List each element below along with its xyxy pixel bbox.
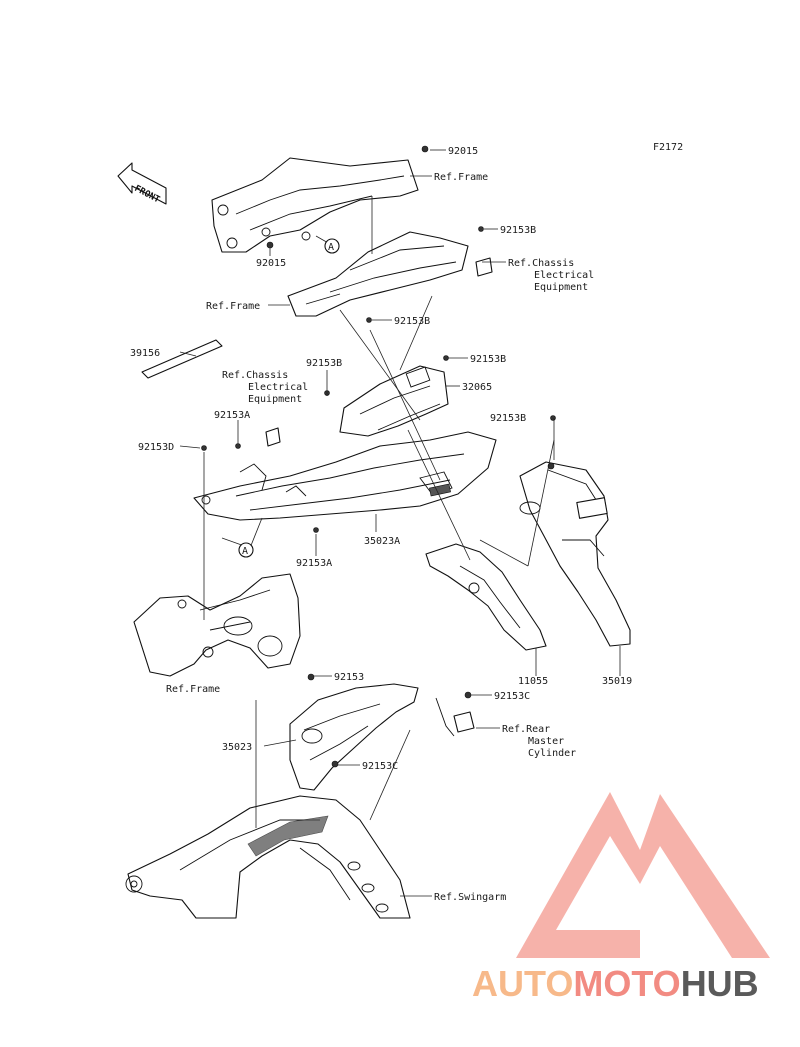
clamp-left: [265, 427, 281, 447]
label-ref-frame-top: Ref.Frame: [434, 172, 488, 183]
bolt-92015-left: [266, 241, 274, 249]
rear-fender-35023A: [193, 431, 497, 521]
label-92153C-low: 92153C: [362, 761, 398, 772]
label-11055: 11055: [518, 676, 548, 687]
label-92153B-left: 92153B: [306, 358, 342, 369]
rear-master-hose: [435, 697, 455, 737]
label-92153B-top: 92153B: [500, 225, 536, 236]
label-92015-left: 92015: [256, 258, 286, 269]
main-frame-section: [133, 573, 301, 677]
label-ref-chassis-left-1: Ref.Chassis: [222, 370, 288, 381]
label-92153D: 92153D: [138, 442, 174, 453]
label-92153B-right: 92153B: [470, 354, 506, 365]
watermark-moto: MOTO: [573, 963, 680, 1004]
watermark-hub: HUB: [681, 963, 759, 1004]
upper-seat-tray: [287, 231, 469, 317]
label-39156: 39156: [130, 348, 160, 359]
label-ref-frame-mid: Ref.Frame: [206, 301, 260, 312]
front-direction-arrow: FRONT: [117, 162, 167, 206]
label-ref-chassis-right-1: Ref.Chassis: [508, 258, 574, 269]
label-ref-chassis-right-2: Electrical: [534, 270, 594, 281]
callout-a-bottom: A: [238, 542, 254, 558]
label-ref-rear-2: Master: [528, 736, 564, 747]
callout-a-top: A: [324, 238, 340, 254]
svg-text:A: A: [328, 242, 334, 253]
watermark-logo-shape: [516, 792, 770, 958]
upper-frame-bracket: [211, 145, 429, 253]
bolt-92015-top: [421, 145, 429, 153]
label-ref-rear-3: Cylinder: [528, 748, 576, 759]
label-ref-frame-low: Ref.Frame: [166, 684, 220, 695]
flap-bracket-35019: [519, 461, 631, 647]
leader-lines: [179, 149, 621, 897]
label-92153B-mid: 92153B: [394, 316, 430, 327]
watermark-auto: AUTO: [472, 963, 573, 1004]
bolts: [201, 226, 556, 533]
reflector-39156: [141, 339, 223, 379]
label-92015-top: 92015: [448, 146, 478, 157]
label-ref-rear-1: Ref.Rear: [502, 724, 550, 735]
battery-case-32065: [339, 365, 449, 437]
svg-text:A: A: [242, 546, 248, 557]
part-labels: 92015 Ref.Frame 92153B Ref.Chassis Elect…: [130, 146, 632, 903]
svg-text:AUTOMOTOHUB: AUTOMOTOHUB: [472, 963, 759, 1004]
label-ref-swingarm: Ref.Swingarm: [434, 892, 506, 903]
label-92153: 92153: [334, 672, 364, 683]
label-92153C-top: 92153C: [494, 691, 530, 702]
clamp-right: [475, 257, 493, 277]
label-ref-chassis-left-2: Electrical: [248, 382, 308, 393]
label-32065: 32065: [462, 382, 492, 393]
label-92153B-far-right: 92153B: [490, 413, 526, 424]
label-92153A-left: 92153A: [214, 410, 250, 421]
label-ref-chassis-right-3: Equipment: [534, 282, 588, 293]
label-35023A: 35023A: [364, 536, 400, 547]
label-ref-chassis-left-3: Equipment: [248, 394, 302, 405]
clamps: [265, 257, 493, 737]
swingarm: [125, 795, 411, 919]
watermark-logo: AUTOMOTOHUB: [472, 792, 770, 1004]
label-35023: 35023: [222, 742, 252, 753]
figure-code: F2172: [653, 142, 683, 153]
label-35019: 35019: [602, 676, 632, 687]
label-92153A-bottom: 92153A: [296, 558, 332, 569]
bracket-11055: [425, 543, 547, 651]
rear-fender-35023: [289, 673, 475, 791]
